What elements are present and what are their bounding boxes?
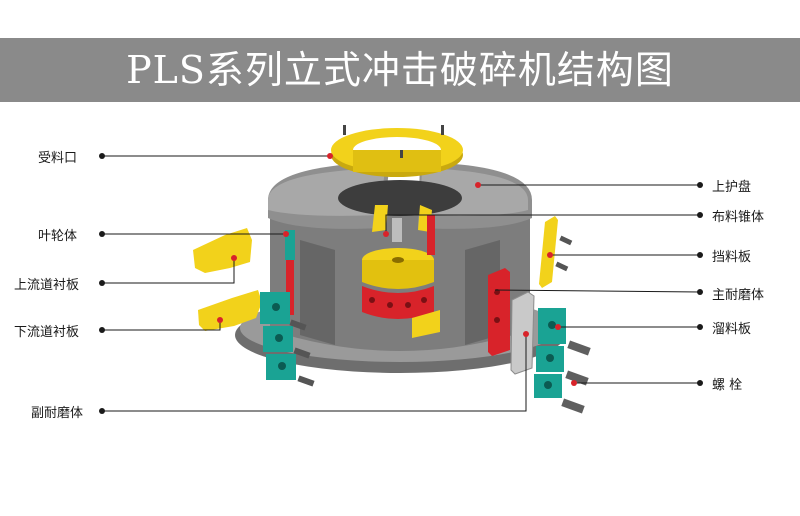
label-main-wear-block: 主耐磨体	[712, 288, 765, 303]
top-bolt-left	[343, 125, 346, 135]
top-bolt-right	[441, 125, 444, 135]
label-distribution-cone: 布料锥体	[712, 210, 765, 225]
label-baffle-plate: 挡料板	[712, 250, 752, 265]
label-secondary-wear-block: 副耐磨体	[31, 406, 84, 421]
feed-inlet-ring	[331, 128, 463, 177]
main-wear-block-part	[488, 268, 510, 356]
leader-lines	[102, 155, 701, 412]
crusher-assembly-illustration	[235, 125, 565, 373]
bolts-part	[561, 340, 591, 414]
label-slide-plate: 溜料板	[712, 322, 752, 337]
title-bar: PLS系列立式冲击破碎机结构图	[0, 38, 800, 102]
label-impeller-body: 叶轮体	[38, 229, 78, 244]
distribution-cone	[362, 218, 434, 289]
baffle-plate-part	[539, 216, 558, 288]
upper-flow-liner-part	[193, 228, 252, 273]
lower-flow-liner-part	[198, 290, 262, 331]
leader-dots	[99, 153, 703, 414]
right-teal-block	[534, 308, 566, 398]
left-teal-block	[260, 292, 296, 380]
label-bolt: 螺 栓	[712, 378, 743, 393]
page-title: PLS系列立式冲击破碎机结构图	[126, 48, 674, 92]
label-upper-flow-liner: 上流道衬板	[14, 278, 80, 293]
label-feed-inlet: 受料口	[38, 151, 78, 166]
rotor-red-ring	[362, 286, 434, 319]
secondary-wear-plate	[510, 291, 535, 375]
label-lower-flow-liner: 下流道衬板	[14, 325, 80, 340]
label-upper-guard-plate: 上护盘	[712, 180, 752, 195]
